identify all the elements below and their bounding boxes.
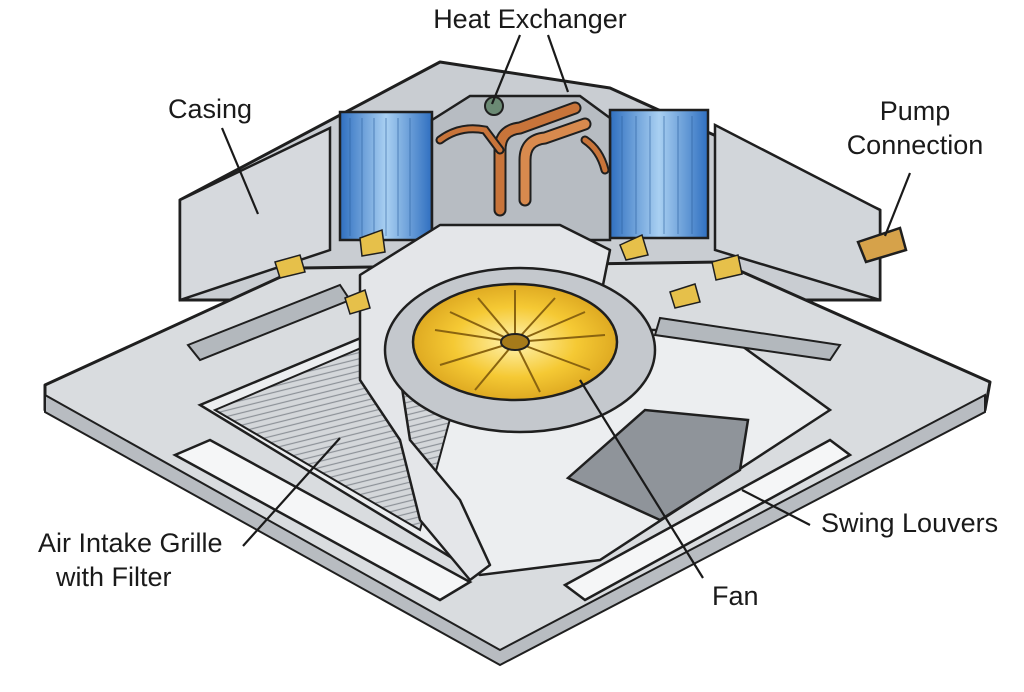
leader-lines <box>220 34 912 579</box>
label-pump-connection-line1: Pump <box>879 96 951 126</box>
brass-clips <box>274 228 743 315</box>
copper-pipes <box>435 101 610 217</box>
label-swing-louvers: Swing Louvers <box>821 508 999 538</box>
label-air-intake-line2: with Filter <box>56 562 172 592</box>
fan-hub <box>500 333 530 351</box>
swing-louver-left <box>172 438 473 602</box>
casing-right-face <box>713 122 882 302</box>
heat-exchanger-coil-right <box>608 108 710 240</box>
label-pump-connection-line2: Connection <box>846 130 984 160</box>
label-casing: Casing <box>168 94 253 124</box>
label-heat-exchanger: Heat Exchanger <box>433 4 627 34</box>
louver-slot-top-right <box>653 316 842 362</box>
label-fan: Fan <box>712 581 759 611</box>
label-air-intake-line1: Air Intake Grille <box>38 528 223 558</box>
drain-pan <box>565 408 750 522</box>
bottom-panel-edge <box>44 393 986 667</box>
swing-louver-right <box>562 438 853 602</box>
